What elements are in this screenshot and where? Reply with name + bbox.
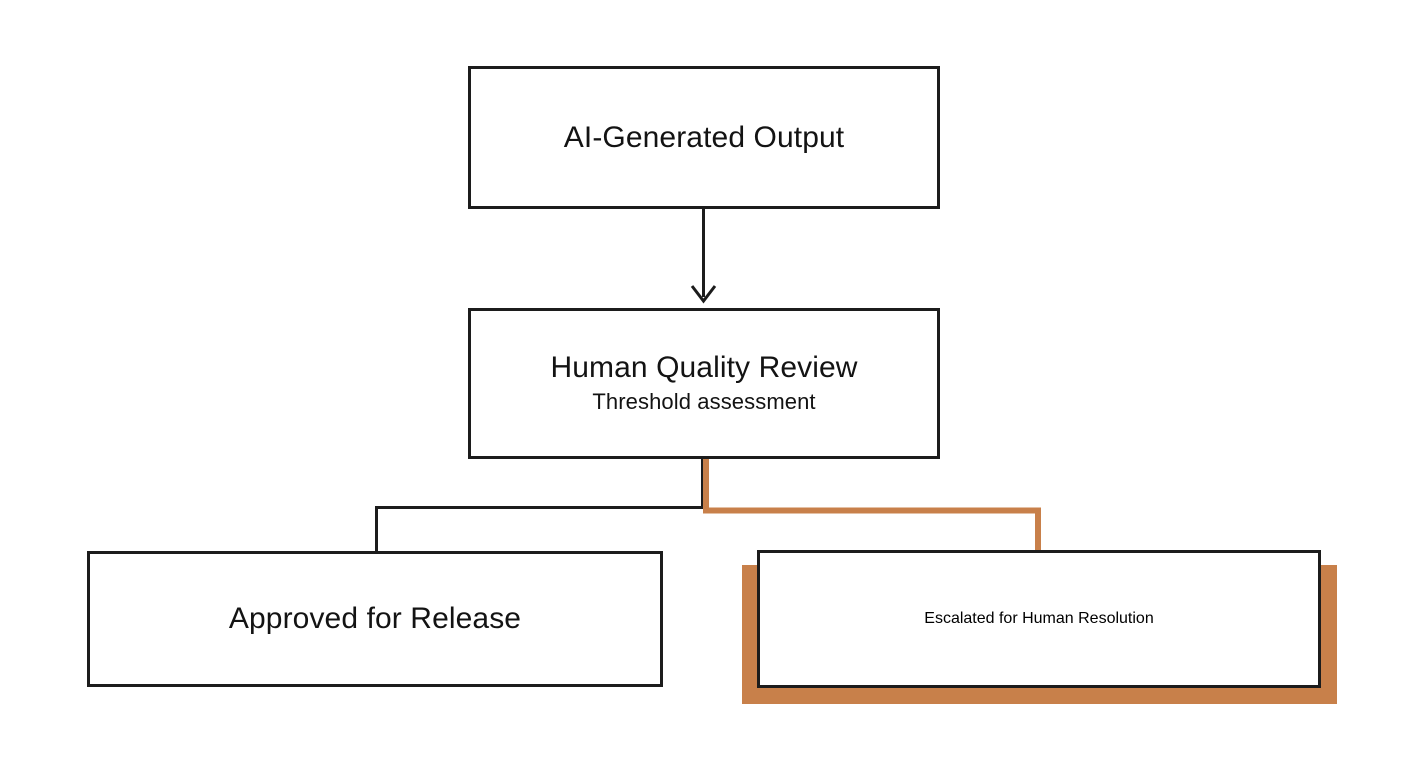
node-ai-generated-output-title: AI-Generated Output xyxy=(563,120,845,154)
node-ai-generated-output[interactable]: AI-Generated Output xyxy=(468,66,940,209)
node-approved-for-release-title: Approved for Release xyxy=(228,602,522,636)
edge-review-to-approved xyxy=(375,459,704,552)
node-human-quality-review-title: Human Quality Review xyxy=(550,350,858,384)
node-escalated-for-human-resolution-title: Escalated for Human Resolution xyxy=(924,610,1154,627)
edge-source-to-review-arrowhead xyxy=(690,285,717,304)
edge-review-to-escalated xyxy=(703,459,1041,551)
edge-source-to-review xyxy=(690,209,717,304)
node-approved-for-release[interactable]: Approved for Release xyxy=(87,551,663,687)
node-escalated-for-human-resolution[interactable]: Escalated for Human Resolution xyxy=(757,550,1321,688)
node-human-quality-review[interactable]: Human Quality Review Threshold assessmen… xyxy=(468,308,940,459)
node-escalated-for-human-resolution-group: Escalated for Human Resolution xyxy=(742,550,1337,704)
node-human-quality-review-subtitle: Threshold assessment xyxy=(592,389,816,414)
